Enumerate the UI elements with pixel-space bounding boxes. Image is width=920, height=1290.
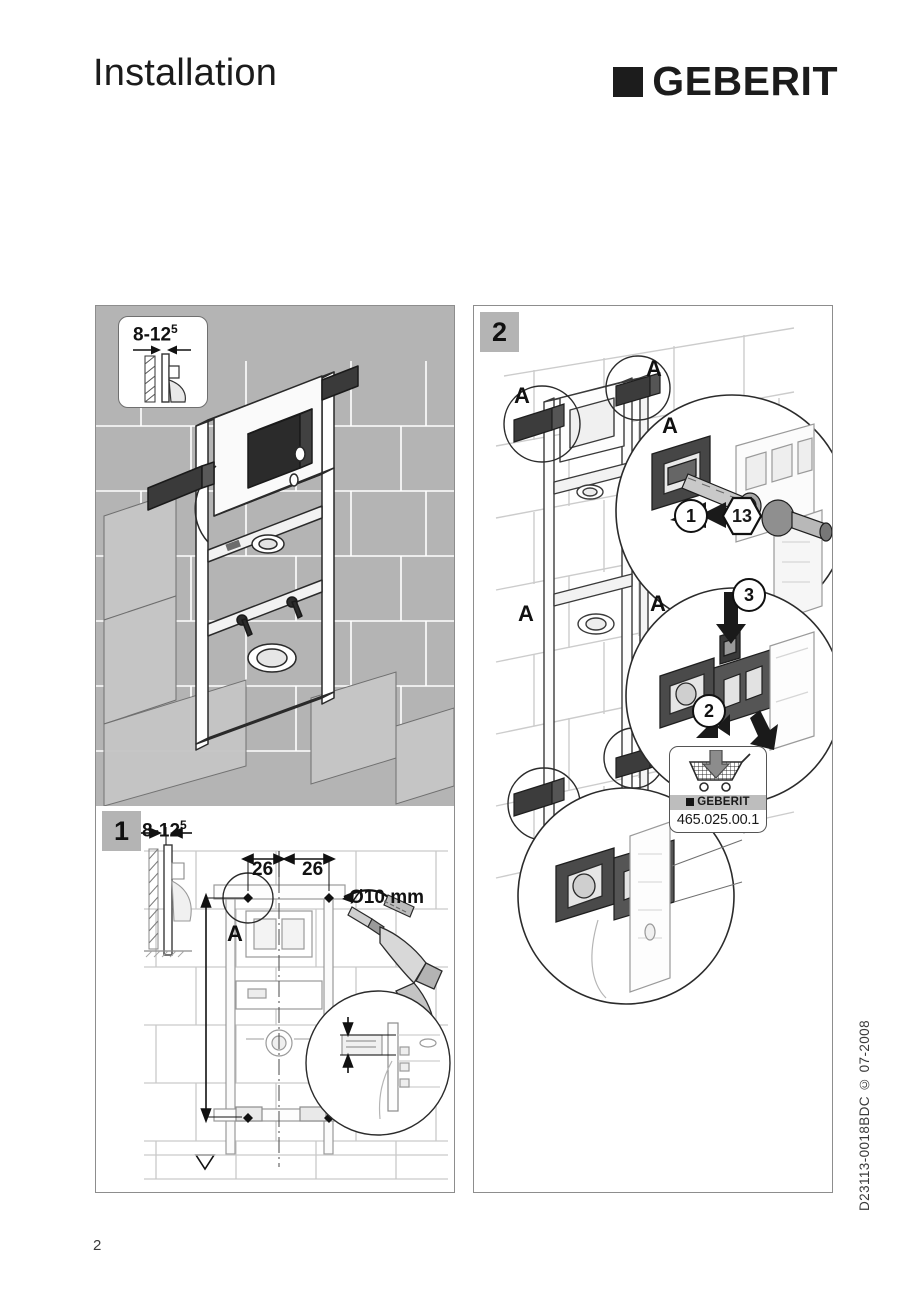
document-code: D23113-0018BDC © 07-2008 (857, 1020, 872, 1211)
step2-marker-a-1: A (514, 383, 530, 408)
step2-marker-1: 1 (674, 499, 708, 533)
page-title: Installation (93, 52, 278, 94)
article-number-value: 465.025.00.1 (676, 812, 760, 828)
step2-marker-3: 3 (732, 578, 766, 612)
right-illustration-panel: 2 (473, 305, 833, 1193)
duofix-frame-isometric-illustration (96, 361, 454, 806)
detail-circle-top-right (605, 355, 671, 421)
step1-marker-a-top: A (227, 921, 243, 946)
page-number: 2 (93, 1237, 102, 1254)
brand-name: GEBERIT (652, 58, 838, 104)
step2-wrench-size-hex: 13 (722, 496, 762, 536)
brand-square-icon (613, 66, 644, 97)
step-1-illustration (140, 827, 451, 1180)
step2-marker-a-5: A (650, 591, 666, 616)
step2-marker-2: 2 (692, 694, 726, 728)
wall-gap-callout-box: 8-125 (118, 316, 208, 408)
wall-gap-dimension-label: 8-125 (133, 322, 178, 346)
shopping-cart-download-icon (670, 747, 766, 795)
step-2-illustration (495, 327, 832, 1005)
article-brand-square-icon (686, 798, 695, 806)
step-2-badge: 2 (480, 312, 519, 352)
wall-thickness-diagram-icon (133, 345, 191, 403)
step2-wrench-size-value: 13 (731, 505, 753, 526)
detail-circle-top-left (503, 385, 581, 463)
article-number-badge: GEBERIT 465.025.00.1 (669, 746, 767, 833)
step1-wall-gap-label: 8-125 (142, 818, 187, 842)
detail-circle-depth (305, 990, 451, 1136)
step1-drill-diameter-label: Ø10 mm (349, 887, 424, 908)
step2-marker-a-4: A (518, 601, 534, 626)
step1-spacing-left-label: 26 (252, 859, 274, 880)
geberit-logo: GEBERIT (613, 58, 838, 105)
left-illustration-panel: 8-125 1 (95, 305, 455, 1193)
detail-bracket-on-rail (517, 787, 743, 1005)
step-1-badge: 1 (102, 811, 141, 851)
article-brand-label: GEBERIT (670, 795, 766, 810)
step2-marker-a-2: A (646, 356, 662, 381)
step1-spacing-right-label: 26 (302, 859, 324, 880)
step2-marker-a-3: A (662, 413, 678, 438)
